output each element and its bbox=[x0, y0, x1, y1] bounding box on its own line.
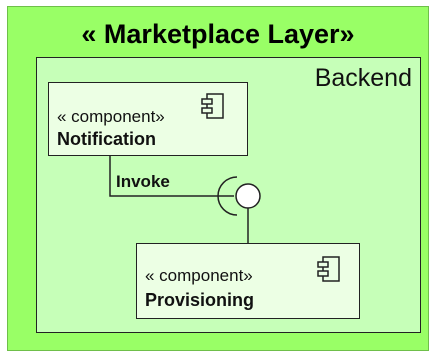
notification-stereotype: « component» bbox=[57, 107, 165, 126]
notification-component[interactable]: « component» Notification bbox=[48, 82, 248, 156]
notification-name: Notification bbox=[57, 129, 156, 149]
required-interface-socket bbox=[217, 176, 238, 216]
layer-title: « Marketplace Layer» bbox=[81, 19, 355, 49]
provided-interface-ball bbox=[235, 183, 261, 209]
component-icon bbox=[317, 256, 341, 287]
invoke-label: Invoke bbox=[116, 172, 170, 191]
provisioning-stereotype: « component» bbox=[145, 266, 253, 285]
provisioning-component[interactable]: « component» Provisioning bbox=[136, 243, 360, 319]
component-icon bbox=[201, 93, 225, 124]
required-interface-line bbox=[109, 156, 234, 197]
backend-label: Backend bbox=[314, 64, 412, 92]
provisioning-name: Provisioning bbox=[145, 290, 255, 310]
